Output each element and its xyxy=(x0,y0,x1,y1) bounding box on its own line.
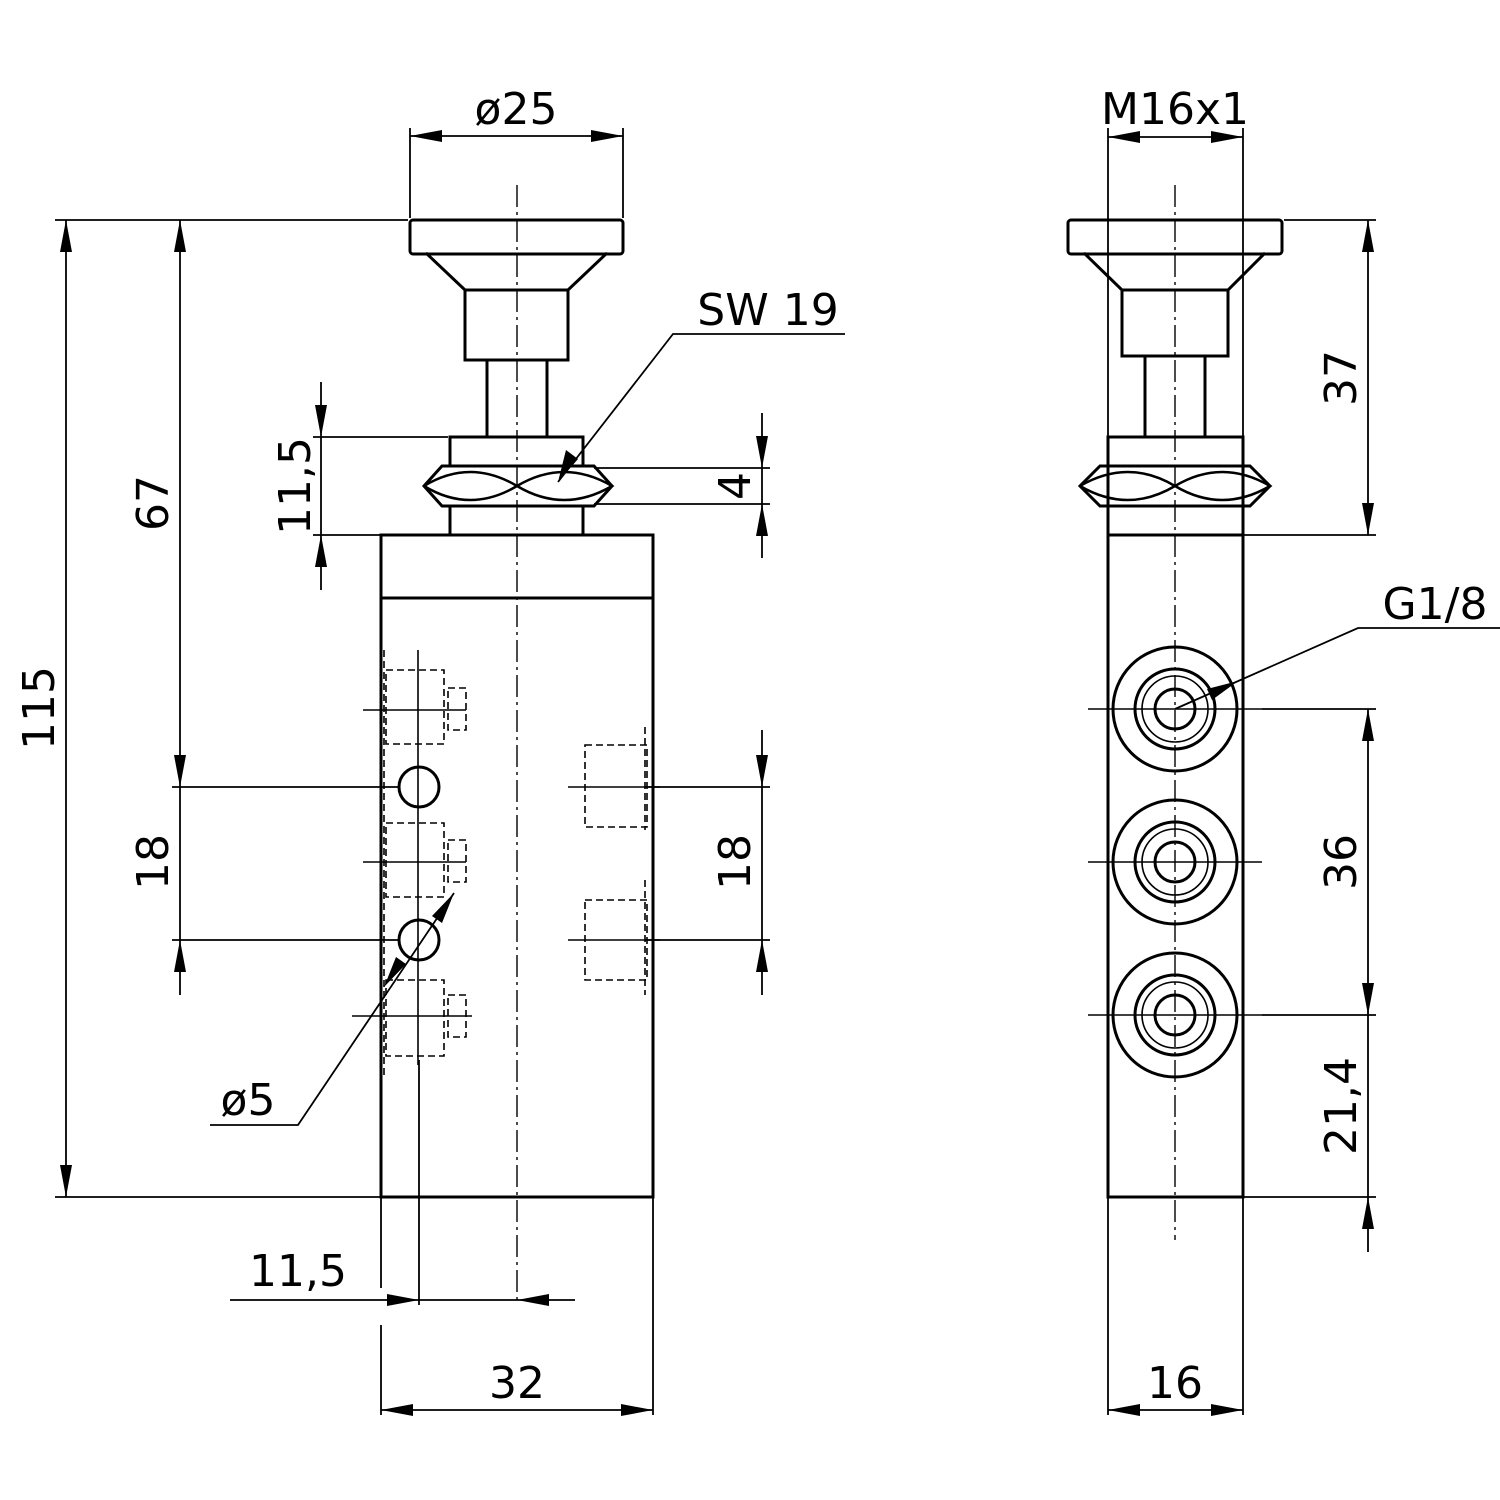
dim-hole-offset-text: 11,5 xyxy=(249,1246,347,1297)
dim-port-spacing-right: 18 xyxy=(645,730,770,995)
dim-top-to-port: 67 xyxy=(128,220,186,787)
front-hidden-ports-left xyxy=(352,650,472,1078)
dim-port-thread-text: G1/8 xyxy=(1383,579,1488,630)
dim-bottom-offset-text: 21,4 xyxy=(1316,1057,1367,1155)
front-knob-neck xyxy=(463,288,570,362)
dim-hole-offset: 11,5 xyxy=(230,1060,575,1306)
dim-port-spacing: 36 xyxy=(1262,708,1376,1016)
side-port-top xyxy=(1088,645,1262,773)
front-stem xyxy=(485,358,549,439)
side-view: M16x1 37 G1/8 36 xyxy=(1066,84,1500,1416)
front-mounting-hole-lower xyxy=(397,918,441,962)
dim-overall-height-text: 115 xyxy=(14,666,65,750)
side-knob-neck xyxy=(1120,288,1230,358)
dim-hole-diameter: ø5 xyxy=(210,892,455,1126)
dim-body-depth: 16 xyxy=(1107,1197,1244,1416)
side-body xyxy=(1106,435,1245,1199)
dim-body-depth-text: 16 xyxy=(1147,1358,1203,1409)
side-stem xyxy=(1143,354,1207,439)
front-mounting-hole-upper xyxy=(397,765,441,809)
side-port-bottom xyxy=(1088,951,1262,1079)
dim-knob-diameter-text: ø25 xyxy=(475,84,558,135)
dim-hole-diameter-text: ø5 xyxy=(221,1075,276,1126)
dim-thread: M16x1 xyxy=(1101,84,1249,437)
dim-port-thread: G1/8 xyxy=(1174,579,1500,710)
dim-port-spacing-left-text: 18 xyxy=(128,834,179,890)
dim-top-to-port-text: 67 xyxy=(128,475,179,531)
dim-nut-height-text: 4 xyxy=(710,472,761,500)
dim-port-spacing-left: 18 xyxy=(128,786,399,995)
dim-body-width: 32 xyxy=(380,1197,654,1416)
dim-overall-height: 115 xyxy=(14,219,408,1198)
side-knob xyxy=(1066,218,1284,256)
dim-thread-length-text: 11,5 xyxy=(270,437,321,535)
front-hidden-ports-right xyxy=(568,727,660,995)
side-port-middle xyxy=(1088,798,1262,926)
dim-knob-diameter: ø25 xyxy=(409,84,624,218)
dim-wrench-size: SW 19 xyxy=(557,285,845,483)
dim-actuator-height: 37 xyxy=(1243,219,1376,536)
front-hex-nut-facets xyxy=(423,470,615,502)
front-bushing xyxy=(448,435,585,537)
side-hex-nut-facets xyxy=(1079,470,1273,502)
front-knob xyxy=(408,218,625,256)
dim-port-spacing-right-text: 18 xyxy=(710,834,761,890)
dim-wrench-size-text: SW 19 xyxy=(697,285,838,336)
dim-thread-length: 11,5 xyxy=(270,382,448,590)
dim-port-spacing-text: 36 xyxy=(1316,834,1367,890)
dim-bottom-offset: 21,4 xyxy=(1243,1015,1376,1252)
dim-actuator-height-text: 37 xyxy=(1316,350,1367,406)
front-body xyxy=(379,533,655,1199)
dim-thread-text: M16x1 xyxy=(1101,84,1249,135)
front-view: ø25 SW 19 115 67 xyxy=(14,84,845,1416)
dim-nut-height: 4 xyxy=(594,413,770,558)
dim-body-width-text: 32 xyxy=(489,1358,545,1409)
